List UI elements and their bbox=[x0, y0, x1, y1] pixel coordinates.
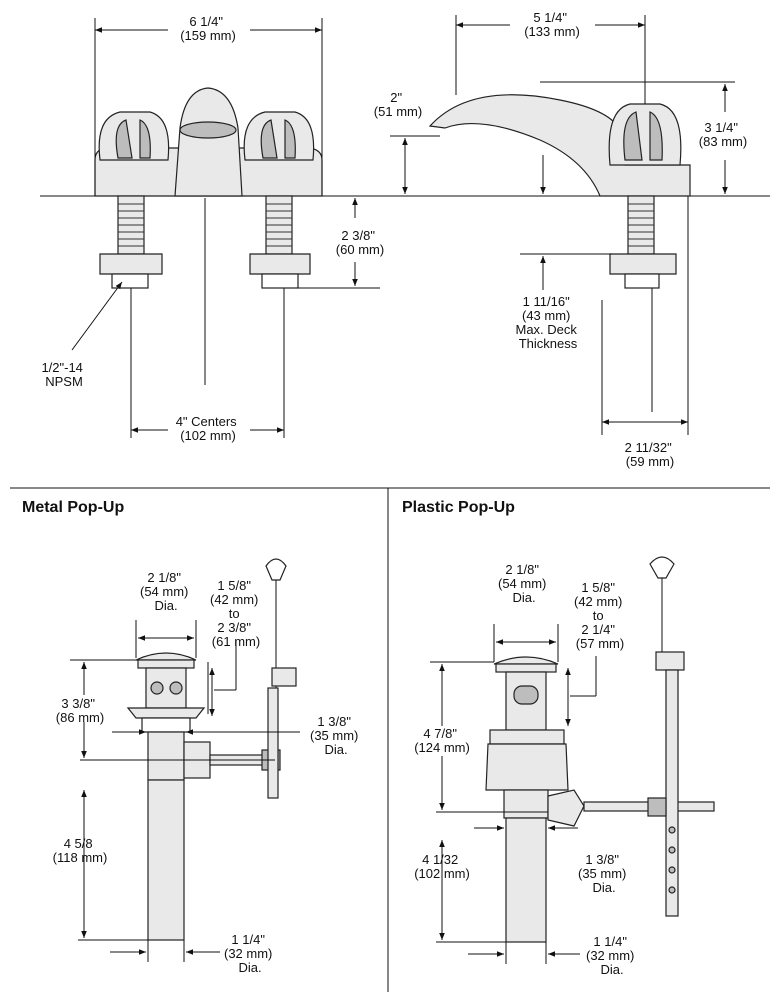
shank-length-label: 2 3/8" (60 mm) bbox=[336, 228, 384, 257]
metal-tailpiece bbox=[147, 779, 185, 941]
plastic-clevis-strap bbox=[665, 669, 679, 917]
front-spout bbox=[174, 87, 243, 197]
plastic-tailpiece bbox=[505, 817, 547, 943]
right-handle bbox=[243, 111, 315, 161]
side-view-faucet bbox=[428, 94, 691, 412]
metal-clevis-strap bbox=[267, 687, 279, 799]
left-handle-flutes bbox=[115, 119, 151, 159]
plastic-rod-range-label: 1 5/8" (42 mm) to 2 1/4" (57 mm) bbox=[574, 580, 626, 651]
metal-washer bbox=[141, 717, 191, 733]
metal-flange-dia-label: 2 1/8" (54 mm) Dia. bbox=[140, 570, 192, 613]
metal-rod-range-label: 1 5/8" (42 mm) to 2 3/8" (61 mm) bbox=[210, 578, 262, 649]
deck-thickness-label: 1 11/16" (43 mm) Max. Deck Thickness bbox=[515, 294, 580, 351]
right-coupling-nut bbox=[261, 273, 299, 289]
plastic-rod-clamp bbox=[655, 651, 685, 671]
metal-popup-title: Metal Pop-Up bbox=[22, 499, 124, 516]
plastic-popup-title: Plastic Pop-Up bbox=[402, 499, 515, 516]
metal-lift-knob bbox=[265, 558, 287, 581]
spout-height-label: 2" (51 mm) bbox=[374, 90, 422, 119]
plastic-lift-knob bbox=[649, 556, 675, 579]
plastic-pivot-nut bbox=[547, 789, 585, 827]
left-shank-threads bbox=[118, 203, 144, 247]
right-shank-threads bbox=[266, 203, 292, 247]
overall-width-label: 6 1/4" (159 mm) bbox=[180, 14, 236, 43]
spout-aerator bbox=[179, 121, 237, 139]
metal-drain-hole-right bbox=[169, 681, 183, 695]
side-spout bbox=[428, 94, 691, 197]
metal-body-height-label: 3 3/8" (86 mm) bbox=[56, 696, 104, 725]
side-handle bbox=[608, 103, 682, 166]
metal-rod-clamp bbox=[271, 667, 297, 687]
base-depth-label: 2 11/32" (59 mm) bbox=[625, 440, 676, 469]
plastic-body-height-label: 4 7/8" (124 mm) bbox=[414, 726, 470, 755]
centers-label: 4" Centers (102 mm) bbox=[176, 414, 241, 443]
metal-drain-stopper bbox=[135, 652, 197, 661]
left-locknut bbox=[99, 253, 163, 275]
spout-reach-label: 5 1/4" (133 mm) bbox=[524, 10, 580, 39]
right-handle-flutes bbox=[260, 119, 296, 159]
left-coupling-nut bbox=[111, 273, 149, 289]
metal-tee-body bbox=[147, 731, 185, 781]
metal-locknut bbox=[126, 707, 206, 719]
top-dimension-lines bbox=[71, 15, 735, 435]
plastic-tee-body bbox=[503, 789, 549, 819]
handle-height-label: 3 1/4" (83 mm) bbox=[699, 120, 747, 149]
metal-tail-dia-label: 1 1/4" (32 mm) Dia. bbox=[224, 932, 276, 975]
side-handle-flutes bbox=[623, 111, 663, 161]
plastic-locknut bbox=[489, 729, 565, 745]
left-handle bbox=[98, 111, 170, 161]
side-shank-threads bbox=[628, 203, 654, 247]
metal-popup-section: Metal Pop-Up bbox=[22, 499, 362, 975]
metal-body-dia-label: 1 3/8" (35 mm) Dia. bbox=[310, 714, 362, 757]
plastic-tail-length-label: 4 1/32 (102 mm) bbox=[414, 852, 470, 881]
plastic-flange-dia-label: 2 1/8" (54 mm) Dia. bbox=[498, 562, 550, 605]
plastic-popup-section: Plastic Pop-Up bbox=[402, 499, 715, 977]
metal-drain-hole-left bbox=[150, 681, 164, 695]
side-coupling-nut bbox=[624, 273, 660, 289]
plastic-spring-clip bbox=[647, 797, 667, 817]
side-locknut bbox=[609, 253, 677, 275]
right-locknut bbox=[249, 253, 311, 275]
plastic-drain-slot bbox=[513, 685, 539, 705]
plastic-drain-stopper bbox=[493, 656, 559, 665]
plastic-body-dia-label: 1 3/8" (35 mm) Dia. bbox=[578, 852, 630, 895]
thread-label: 1/2"-14 NPSM bbox=[41, 360, 86, 389]
plastic-clevis-holes bbox=[668, 826, 676, 894]
front-view-faucet bbox=[94, 87, 323, 438]
top-section: 6 1/4" (159 mm) 5 1/4" (133 mm) 2" (51 m… bbox=[40, 10, 770, 469]
metal-tail-length-label: 4 5/8 (118 mm) bbox=[53, 836, 108, 865]
plastic-gasket-housing bbox=[485, 743, 569, 791]
plastic-flange bbox=[495, 663, 557, 673]
metal-flange bbox=[137, 659, 195, 669]
plastic-tail-dia-label: 1 1/4" (32 mm) Dia. bbox=[586, 934, 638, 977]
